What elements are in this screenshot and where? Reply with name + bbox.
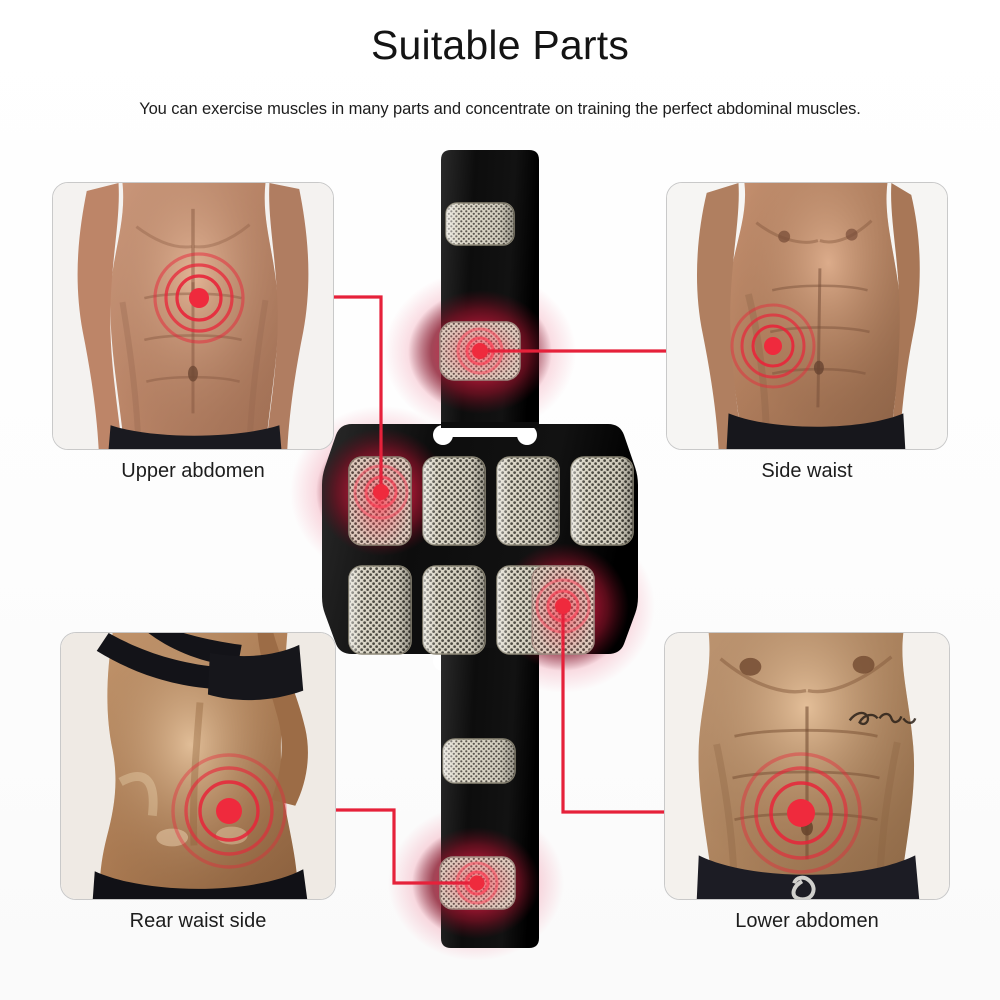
- pad-grid-row2-col1[interactable]: [348, 565, 412, 655]
- target-marker-upper-abdomen: [153, 252, 245, 344]
- pad-grid-row1-col2[interactable]: [422, 456, 486, 546]
- connector-device-dots: [373, 343, 571, 891]
- photo-male-torso-front-lower-abs: [665, 633, 949, 899]
- pad-grid-row1-col4[interactable]: [570, 456, 634, 546]
- callout-label-side-waist: Side waist: [761, 460, 853, 482]
- callout-card-upper-abdomen[interactable]: [52, 182, 334, 450]
- tattoo-trust: [848, 711, 917, 726]
- target-marker-lower-abdomen: [740, 752, 862, 874]
- photo-male-torso-front-upper-abs: [53, 183, 333, 449]
- page-title: Suitable Parts: [370, 22, 630, 68]
- pad-lower-strap-pad-top[interactable]: [442, 738, 516, 784]
- callout-label-upper-abdomen: Upper abdomen: [121, 460, 265, 482]
- callout-card-rear-waist-side[interactable]: [60, 632, 336, 900]
- callout-label-lower-abdomen: Lower abdomen: [735, 910, 879, 932]
- page-subtitle: You can exercise muscles in many parts a…: [139, 100, 861, 118]
- pad-upper-strap-pad-top[interactable]: [445, 202, 515, 246]
- pad-grid-row1-col3[interactable]: [496, 456, 560, 546]
- callout-label-rear-waist-side: Rear waist side: [129, 910, 267, 932]
- target-marker-side-waist: [730, 303, 816, 389]
- pad-grid-row1-col1[interactable]: [348, 456, 412, 546]
- callout-card-side-waist[interactable]: [666, 182, 948, 450]
- target-marker-rear-waist-side: [171, 753, 287, 869]
- callout-card-lower-abdomen[interactable]: [664, 632, 950, 900]
- photo-male-torso-side-oblique: [667, 183, 947, 449]
- pad-grid-row2-col2[interactable]: [422, 565, 486, 655]
